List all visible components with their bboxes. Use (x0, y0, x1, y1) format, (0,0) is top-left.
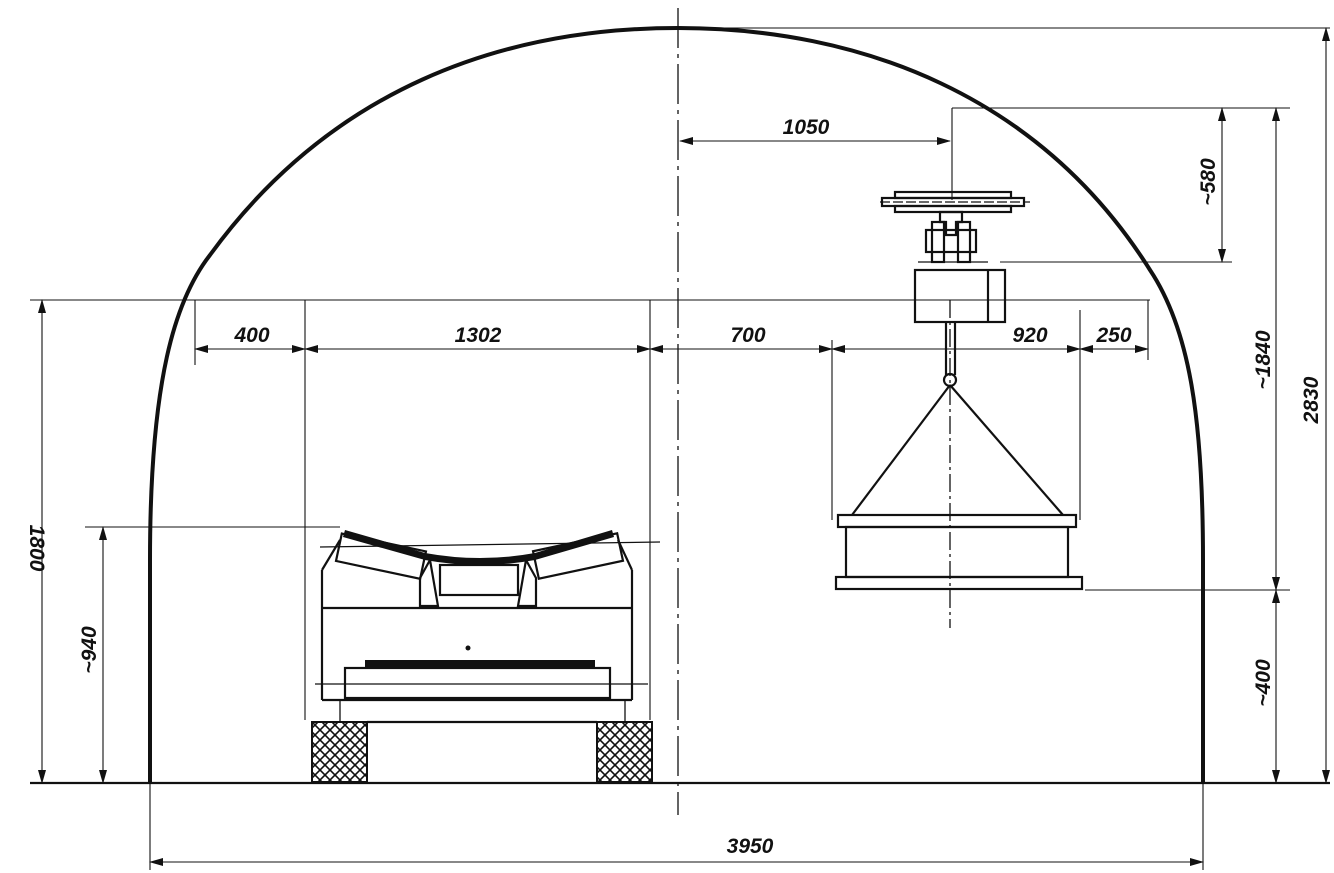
dim-left-clear: 400 (233, 324, 269, 347)
left-sleeper (311, 721, 368, 783)
dim-right-clear: 250 (1095, 324, 1131, 347)
dim-offset-1050: 1050 (783, 116, 830, 139)
dimension-lines (38, 27, 1330, 866)
right-sleeper (596, 721, 653, 783)
tunnel-arch-outline (148, 25, 1205, 782)
dim-total-height: 2830 (1300, 376, 1323, 424)
dim-conveyor-zone: 1800 (25, 525, 48, 572)
dim-conveyor-height: ~940 (78, 626, 101, 674)
dim-monorail-clear: ~1840 (1252, 330, 1275, 389)
monorail-suspended-load (834, 190, 1084, 628)
belt-conveyor (311, 530, 661, 783)
extension-lines (30, 27, 1330, 870)
dim-conveyor-width: 1302 (455, 324, 502, 347)
dim-load-width: 920 (1012, 324, 1047, 347)
dim-gap-700: 700 (730, 324, 765, 347)
dim-floor-clear: ~400 (1252, 659, 1275, 707)
dim-total-width: 3950 (727, 835, 774, 858)
dim-monorail-drop: ~580 (1197, 158, 1220, 206)
